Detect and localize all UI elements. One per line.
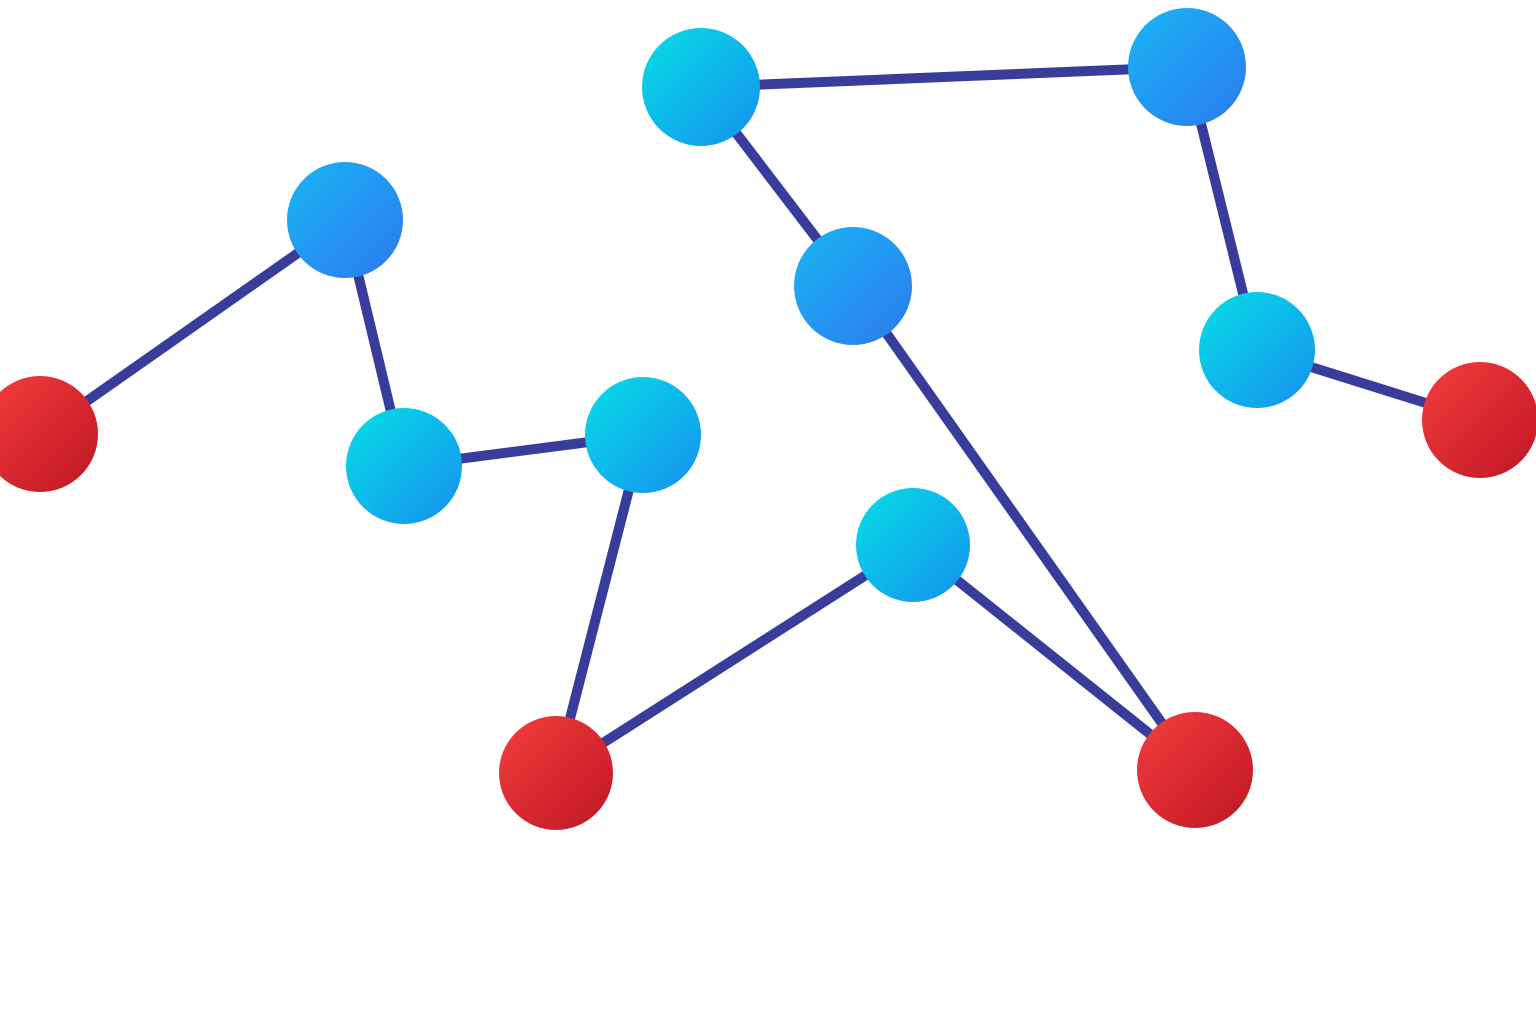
node-red-n12 <box>1422 362 1536 478</box>
edge-n4-n5 <box>551 430 648 778</box>
edge-n8-n9 <box>908 540 1200 775</box>
edge-n7-n9 <box>848 281 1200 775</box>
node-cyan-n11 <box>1199 292 1315 408</box>
node-blue-n7 <box>794 227 912 345</box>
node-red-n9 <box>1137 712 1253 828</box>
edge-n5-n8 <box>551 540 918 778</box>
node-cyan-n6 <box>642 28 760 146</box>
node-blue-n2 <box>287 162 403 278</box>
node-red-n5 <box>499 716 613 830</box>
node-layer <box>0 8 1536 830</box>
node-cyan-n4 <box>585 377 701 493</box>
node-cyan-n8 <box>856 488 970 602</box>
edge-n6-n10 <box>696 62 1192 92</box>
node-red-n1 <box>0 376 98 492</box>
node-blue-n10 <box>1128 8 1246 126</box>
edge-layer <box>35 62 1485 778</box>
edge-n1-n2 <box>35 215 350 439</box>
node-cyan-n3 <box>346 408 462 524</box>
